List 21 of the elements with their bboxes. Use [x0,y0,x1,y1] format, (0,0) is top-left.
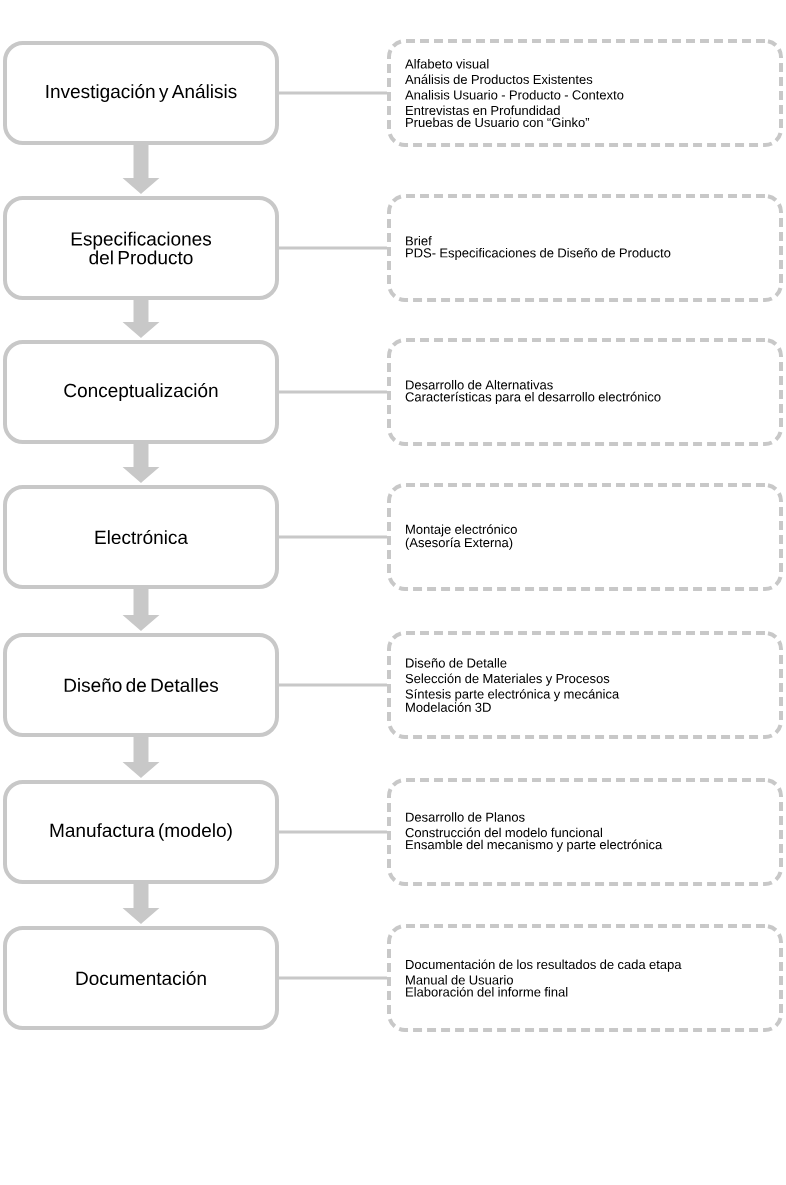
dashed-box: Alfabeto visual Análisis de Productos Existentes Analisis Usuario - Producto - Contexto Entrevistas en Profundidad Pruebas de Usuario con “Ginko” [387,39,783,147]
process-box: Investigación y Análisis [3,41,279,145]
connector-line [279,683,387,687]
dashed-box: Documentación de los resultados de cada etapa Manual de Usuario Elaboración del informe final [387,924,783,1032]
dashed-box: Montaje electrónico (Asesoría Externa) [387,483,783,591]
connector-line [279,390,387,394]
dashed-box: Desarrollo de Alternativas Características para el desarrollo electrónico [387,338,783,446]
process-box: Manufactura (modelo) [3,780,279,884]
process-box: Especificaciones del Producto [3,196,279,300]
connector-line [279,535,387,539]
connector-line [279,246,387,250]
process-box: Documentación [3,926,279,1030]
dashed-box: Diseño de Detalle Selección de Materiales y Procesos Síntesis parte electrónica y mecánica Modelación 3D [387,631,783,739]
connector-line [279,830,387,834]
connector-line [279,91,387,95]
connector-line [279,976,387,980]
dashed-box: Desarrollo de Planos Construcción del modelo funcional Ensamble del mecanismo y parte electrónica [387,778,783,886]
dashed-box: Brief PDS- Especificaciones de Diseño de Producto [387,194,783,302]
process-box: Electrónica [3,485,279,589]
process-box: Diseño de Detalles [3,633,279,737]
process-box: Conceptualización [3,340,279,444]
